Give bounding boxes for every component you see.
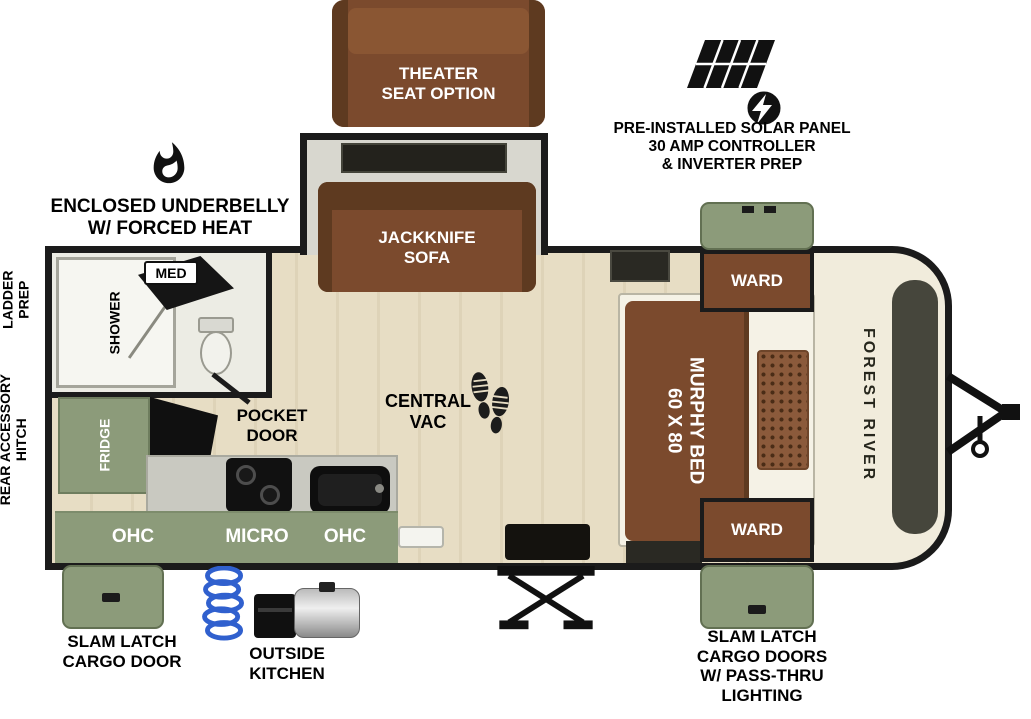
sofa-armrest-right: [522, 182, 536, 292]
slam-latch-left-label: SLAM LATCH CARGO DOOR: [62, 632, 182, 671]
outside-griddle: [294, 582, 360, 638]
rear-accessory-hitch-label: REAR ACCESSORY HITCH: [0, 374, 29, 506]
door-latch: [102, 593, 120, 602]
theater-cushions: [348, 8, 529, 54]
entry-step-icon: [497, 566, 595, 630]
sofa-armrest-left: [318, 182, 332, 292]
grill-lid-line: [258, 608, 292, 612]
brand-label: FOREST RIVER: [860, 327, 878, 483]
theater-armrest-left: [332, 0, 348, 127]
flame-icon: [153, 142, 185, 184]
med-label-pill: MED: [144, 261, 198, 285]
griddle-knob: [319, 582, 335, 592]
bathroom: SHOWER MED: [52, 253, 272, 398]
toilet-bowl: [200, 331, 232, 375]
theater-armrest-right: [529, 0, 545, 127]
counter-board: [398, 526, 444, 548]
kitchen-sink: [310, 466, 390, 514]
central-vac-label: CENTRAL VAC: [385, 391, 471, 432]
cooktop: [226, 458, 292, 512]
wardrobe-bottom: WARD: [700, 498, 814, 562]
fridge: FRIDGE: [58, 397, 150, 494]
front-hitch-icon: [946, 372, 1020, 458]
theater-label: THEATER SEAT OPTION: [381, 64, 496, 103]
door-hinge: [742, 206, 754, 213]
outside-grill: [254, 594, 296, 638]
outside-kitchen-label: OUTSIDE KITCHEN: [249, 644, 325, 683]
sofa-backrest: [318, 182, 536, 210]
slam-latch-right-label: SLAM LATCH CARGO DOORS W/ PASS-THRU LIGH…: [696, 627, 828, 705]
cargo-door-bottom-left: [62, 565, 164, 629]
door-hinge: [764, 206, 776, 213]
footprints-icon: [471, 372, 510, 434]
cargo-door-top-right: [700, 202, 814, 250]
underbelly-label: ENCLOSED UNDERBELLY W/ FORCED HEAT: [50, 196, 290, 239]
solar-prep-label: PRE-INSTALLED SOLAR PANEL 30 AMP CONTROL…: [613, 120, 851, 173]
solar-panel-icon: [687, 39, 784, 128]
front-cap-window: [892, 280, 938, 534]
cargo-door-bottom-right: [700, 565, 814, 629]
shower-label: SHOWER: [106, 291, 123, 355]
entry-mat: [505, 524, 590, 560]
murphy-bed-label: 60 X 80 MURPHY BED: [663, 357, 707, 485]
jackknife-sofa: JACKKNIFE SOFA: [318, 182, 536, 292]
ohc-left-label: OHC: [111, 526, 155, 548]
theater-seat-option: THEATER SEAT OPTION: [332, 0, 545, 127]
wardrobe-top: WARD: [700, 250, 814, 312]
ward-top-label: WARD: [731, 271, 783, 291]
ohc-right-label: OHC: [323, 526, 367, 548]
sink-faucet: [375, 484, 384, 493]
coiled-hose-icon: [202, 566, 244, 641]
micro-label: MICRO: [225, 526, 289, 548]
fridge-label: FRIDGE: [95, 419, 112, 472]
ohc-cabinet-band: [55, 511, 398, 563]
jackknife-sofa-label: JACKKNIFE SOFA: [378, 228, 476, 267]
pocket-door-label: POCKET DOOR: [236, 406, 308, 445]
burner: [236, 465, 256, 485]
bed-window-top: [610, 250, 670, 282]
ladder-prep-label: LADDER PREP: [0, 270, 31, 330]
sink-basin: [318, 474, 382, 506]
ward-bottom-label: WARD: [731, 520, 783, 540]
bed-window-bottom: [626, 541, 702, 563]
bed-headboard: [757, 350, 809, 470]
med-label: MED: [155, 264, 187, 281]
door-latch: [748, 605, 766, 614]
slideout-window: [341, 143, 507, 173]
burner: [260, 485, 280, 505]
